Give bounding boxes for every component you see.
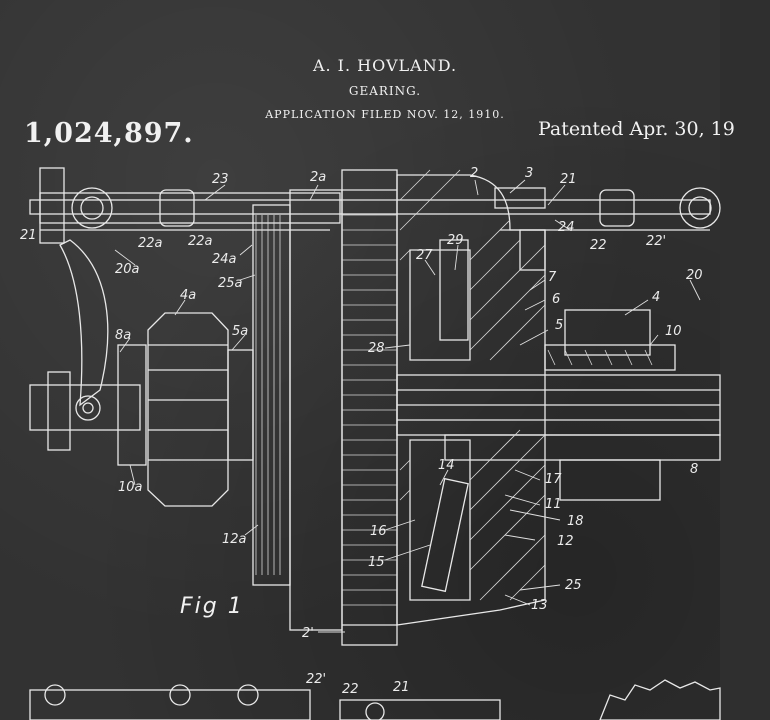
leader-lines	[114, 179, 701, 633]
ref-numeral: 21	[20, 228, 37, 243]
ref-numeral: 16	[370, 524, 387, 539]
drum-hatching	[255, 199, 397, 606]
ref-numeral: 15	[368, 555, 385, 570]
ref-numeral: 7	[548, 270, 557, 285]
bottom-gears	[29, 679, 721, 720]
ref-numeral: 10a	[118, 480, 143, 495]
ref-numeral: 21	[560, 172, 577, 187]
ref-numeral: 5a	[232, 324, 249, 339]
patent-number: 1,024,897.	[24, 118, 194, 149]
ref-numeral: 8a	[115, 328, 132, 343]
ref-numeral: 10	[665, 324, 682, 339]
ref-numeral: 22	[590, 238, 607, 253]
right-housing	[396, 174, 676, 626]
ref-numeral: 25	[565, 578, 582, 593]
left-shaft	[29, 344, 147, 466]
gearing-drawing	[29, 167, 721, 720]
ref-numeral: 6	[552, 292, 561, 307]
ref-numeral: 4	[652, 290, 661, 305]
ref-numeral: 5	[555, 318, 564, 333]
central-drum	[252, 169, 398, 646]
ref-numeral: 12a	[222, 532, 247, 547]
ref-numeral: 2'	[302, 626, 314, 641]
ref-numeral: 21	[393, 680, 410, 695]
main-shaft	[396, 374, 721, 461]
ref-numeral: 2	[470, 166, 479, 181]
housing-hatching	[399, 169, 653, 601]
ref-numeral: 22a	[138, 236, 163, 251]
ref-numeral: 27	[416, 248, 433, 263]
ref-numeral: 24a	[212, 252, 237, 267]
ref-numeral: 13	[531, 598, 548, 613]
ref-numeral: 18	[567, 514, 584, 529]
ref-numeral: 24	[558, 220, 575, 235]
ref-numeral: 8	[690, 462, 699, 477]
top-link-bar	[29, 167, 721, 244]
ref-numeral: 22a	[188, 234, 213, 249]
ref-numeral: 22'	[306, 672, 327, 687]
ref-numeral: 11	[545, 497, 562, 512]
patent-sheet: A. I. HOVLAND. GEARING. APPLICATION FILE…	[0, 0, 735, 720]
ref-numeral: 22'	[646, 234, 667, 249]
ref-numeral: 29	[447, 233, 464, 248]
ref-numeral: 12	[557, 534, 574, 549]
patentee-name: A. I. HOVLAND.	[312, 56, 458, 75]
application-filed-date: APPLICATION FILED NOV. 12, 1910.	[265, 108, 505, 121]
patented-date: Patented Apr. 30, 19	[538, 118, 735, 140]
left-lever	[59, 239, 109, 421]
ref-numeral: 28	[368, 341, 385, 356]
ref-numeral: 3	[525, 166, 534, 181]
ref-numeral: 22	[342, 682, 359, 697]
ref-numeral: 14	[438, 458, 455, 473]
ref-numeral: 2a	[310, 170, 327, 185]
ref-numeral: 25a	[218, 276, 243, 291]
ref-numeral: 20a	[115, 262, 140, 277]
left-gear-wheel	[147, 312, 254, 507]
figure-label: Fig 1	[180, 594, 244, 619]
ref-numeral: 4a	[180, 288, 197, 303]
invention-title: GEARING.	[348, 84, 422, 98]
ref-numeral: 20	[686, 268, 703, 283]
ref-numeral: 17	[545, 472, 562, 487]
ref-numeral: 23	[212, 172, 229, 187]
